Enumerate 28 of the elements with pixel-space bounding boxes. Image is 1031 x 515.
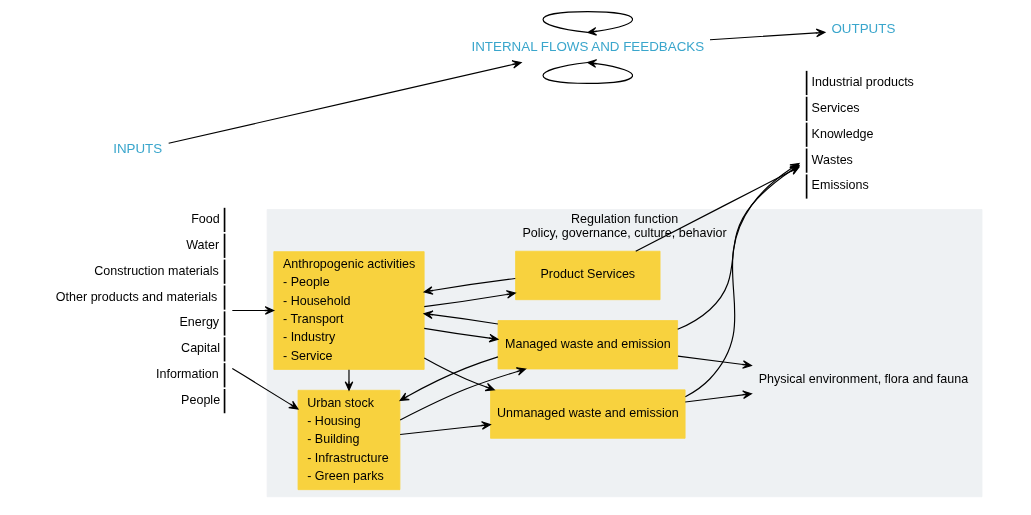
arrow xyxy=(167,60,522,144)
node-text: INPUTS xyxy=(112,141,162,157)
node-box: Managed waste and emission xyxy=(497,320,678,370)
arrow xyxy=(423,277,516,295)
node-text: Physical environment, flora and fauna xyxy=(758,371,968,386)
arrow xyxy=(676,355,752,369)
arrow xyxy=(399,356,499,402)
node-box: Product Services xyxy=(514,250,660,301)
arrow xyxy=(344,369,353,391)
node-box: Anthropogenic activities - People - Household - Transport - Industry - Service xyxy=(272,251,425,370)
arrow xyxy=(708,28,825,41)
arrow xyxy=(684,390,752,403)
node-box: Urban stock - Housing - Building - Infrastructure - Green parks xyxy=(297,389,400,491)
arrow xyxy=(423,327,498,343)
arrow xyxy=(231,367,298,410)
arrow xyxy=(541,11,633,36)
arrow xyxy=(423,290,516,308)
arrow xyxy=(399,367,526,421)
arrow xyxy=(423,310,498,325)
node-text: OUTPUTS xyxy=(830,21,895,37)
node-text: Food Water Construction materials Other products and materials Energy Capital Information People xyxy=(55,211,220,408)
arrow xyxy=(231,306,274,315)
arrow xyxy=(423,357,495,392)
arrow xyxy=(541,59,633,84)
node-text: Industrial products Services Knowledge Wastes Emissions xyxy=(811,74,914,193)
arrow xyxy=(399,421,491,436)
node-text: INTERNAL FLOWS AND FEEDBACKS xyxy=(471,38,704,54)
node-box: Unmanaged waste and emission xyxy=(489,389,686,439)
